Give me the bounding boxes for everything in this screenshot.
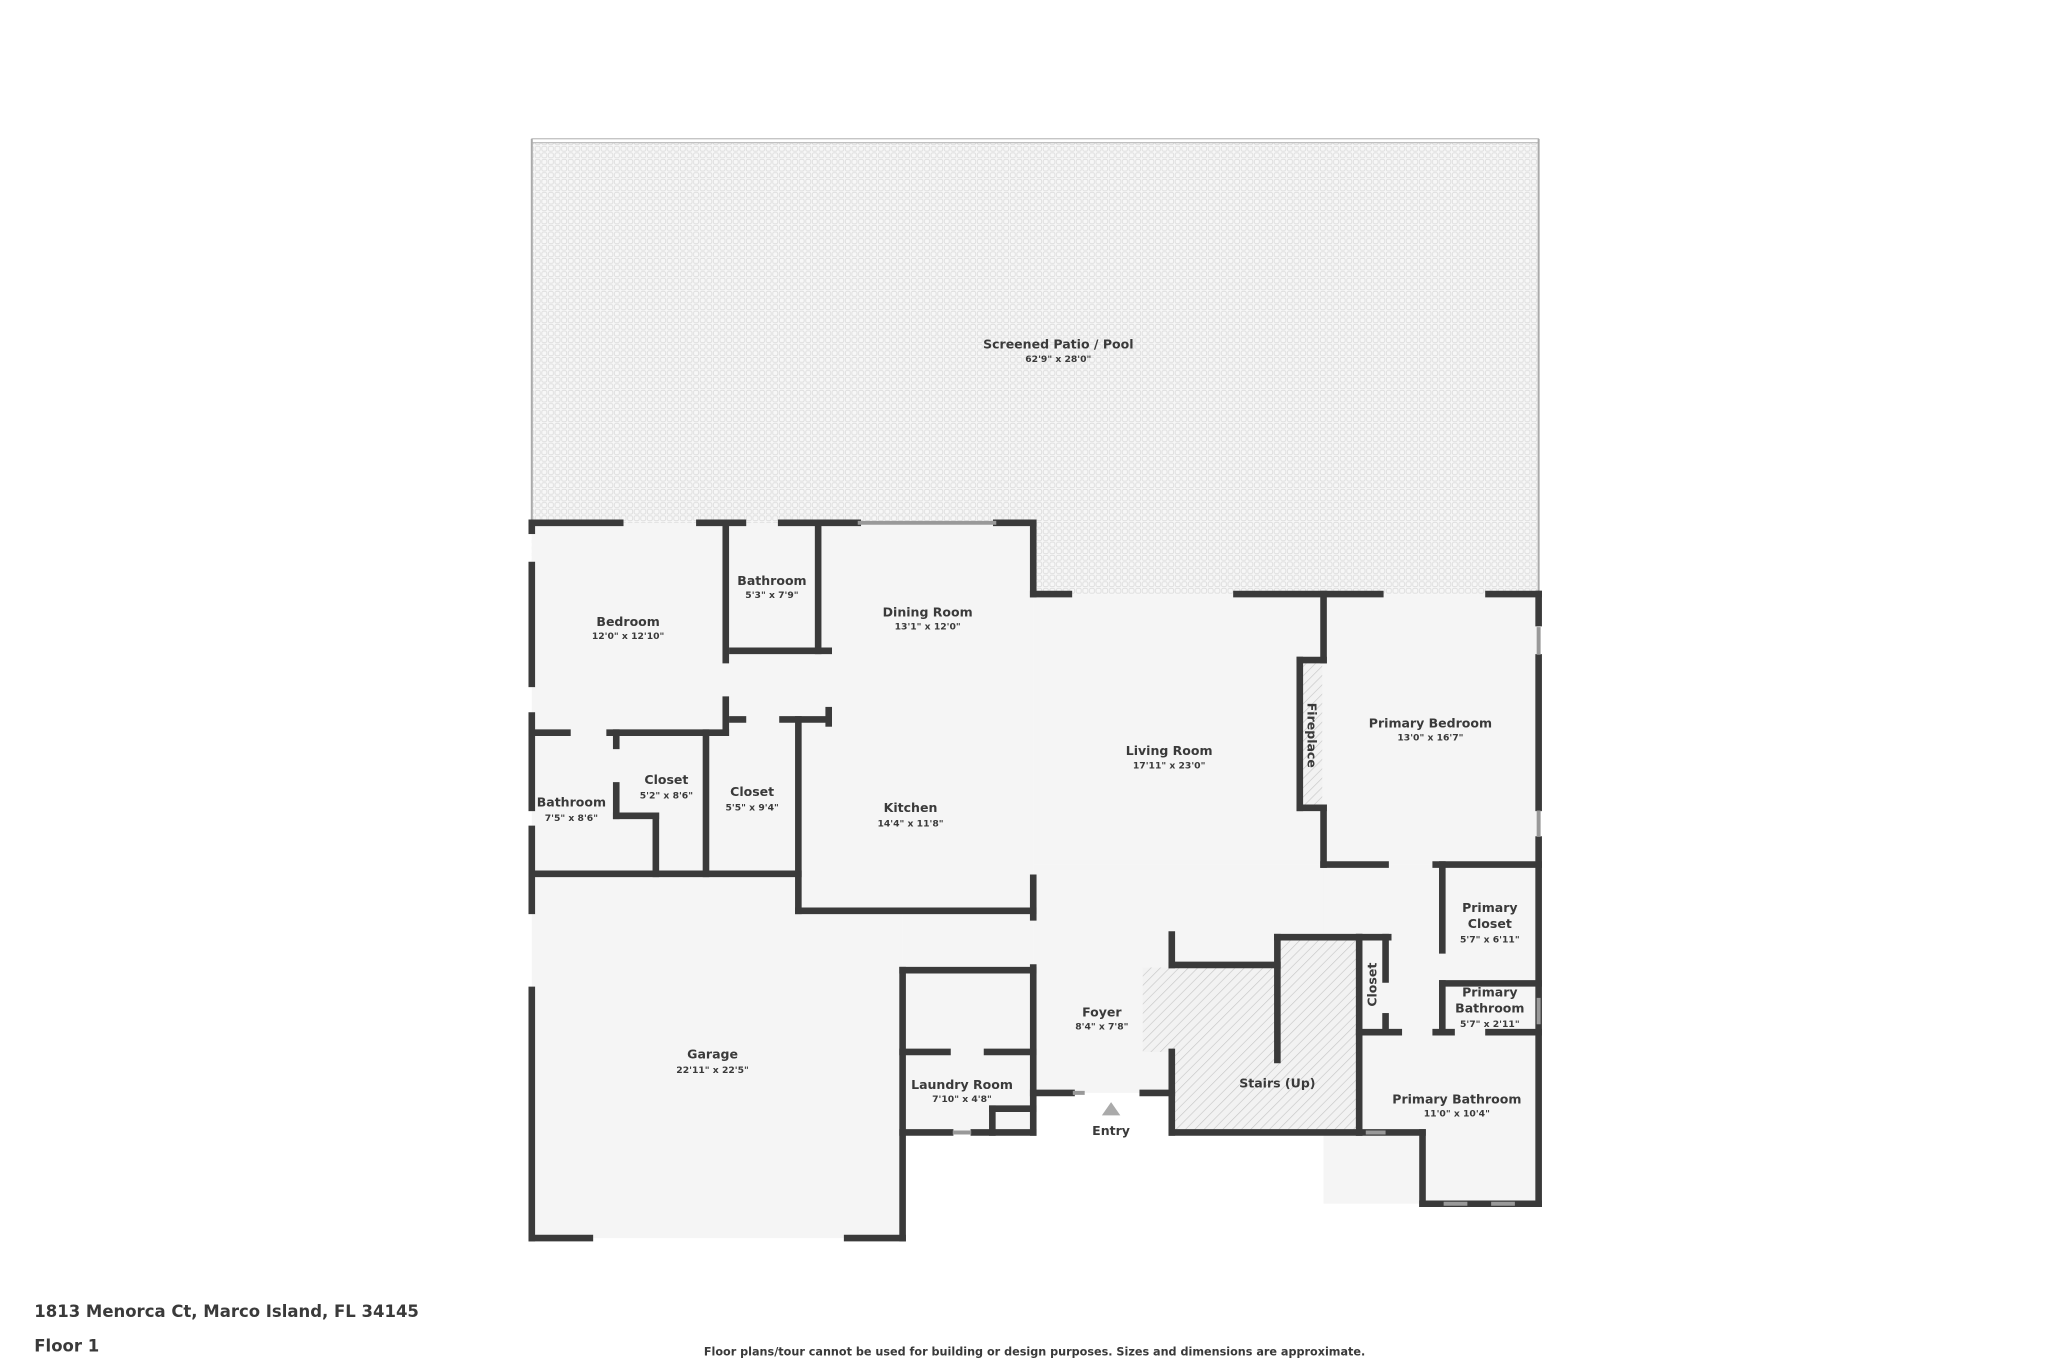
room-dims: 12'0" x 12'10"	[592, 631, 665, 642]
room-name: Primary	[1462, 900, 1517, 915]
windows	[857, 520, 1541, 1206]
room-dims: 7'5" x 8'6"	[545, 813, 598, 824]
room-dims: 5'2" x 8'6"	[640, 791, 693, 802]
walls	[528, 519, 1542, 1242]
room-dims: 17'11" x 23'0"	[1133, 760, 1206, 771]
room-name: Dining Room	[883, 605, 973, 620]
room-name: Kitchen	[884, 800, 938, 815]
room-dims: 7'10" x 4'8"	[932, 1094, 992, 1105]
room-dims: 5'3" x 7'9"	[745, 590, 798, 601]
room-name: Foyer	[1082, 1004, 1122, 1019]
room-name: Bathroom	[537, 795, 606, 810]
room-dims: 62'9" x 28'0"	[1025, 354, 1091, 365]
room-name: Screened Patio / Pool	[983, 337, 1133, 352]
room-name: Primary	[1462, 985, 1517, 1000]
room-name: Closet	[644, 772, 688, 787]
room-dims: 13'1" x 12'0"	[895, 622, 961, 633]
room-labels: Screened Patio / Pool 62'9" x 28'0" Bedr…	[537, 337, 1525, 1120]
room-name: Closet	[1468, 916, 1512, 931]
room-name: Laundry Room	[911, 1077, 1013, 1092]
room-name: Fireplace	[1305, 703, 1320, 768]
room-name: Bathroom	[737, 573, 806, 588]
room-name: Stairs (Up)	[1239, 1076, 1315, 1091]
room-dims: 14'4" x 11'8"	[877, 818, 943, 829]
room-dims: 22'11" x 22'5"	[676, 1065, 749, 1076]
room-name: Primary Bedroom	[1369, 715, 1492, 730]
room-dims: 5'5" x 9'4"	[726, 803, 779, 814]
room-name: Bedroom	[596, 614, 659, 629]
room-name: Garage	[687, 1047, 738, 1062]
room-name: Primary Bathroom	[1392, 1091, 1521, 1106]
entry-label: Entry	[1092, 1123, 1130, 1138]
room-dims: 8'4" x 7'8"	[1075, 1022, 1128, 1033]
patio-area	[530, 138, 1540, 595]
room-dims: 5'7" x 2'11"	[1460, 1019, 1520, 1030]
fireplace	[1302, 662, 1323, 806]
address: 1813 Menorca Ct, Marco Island, FL 34145	[34, 1302, 419, 1321]
stairs-area	[1142, 937, 1360, 1133]
entry-arrow-icon	[1101, 1102, 1121, 1116]
disclaimer: Floor plans/tour cannot be used for buil…	[704, 1345, 1365, 1358]
room-name: Closet	[1364, 963, 1379, 1007]
room-name: Bathroom	[1455, 1000, 1524, 1015]
room-name: Closet	[730, 784, 774, 799]
floor-label: Floor 1	[34, 1337, 99, 1356]
room-dims: 13'0" x 16'7"	[1397, 733, 1463, 744]
room-dims: 11'0" x 10'4"	[1424, 1109, 1490, 1120]
room-dims: 5'7" x 6'11"	[1460, 934, 1520, 945]
room-name: Living Room	[1126, 743, 1213, 758]
